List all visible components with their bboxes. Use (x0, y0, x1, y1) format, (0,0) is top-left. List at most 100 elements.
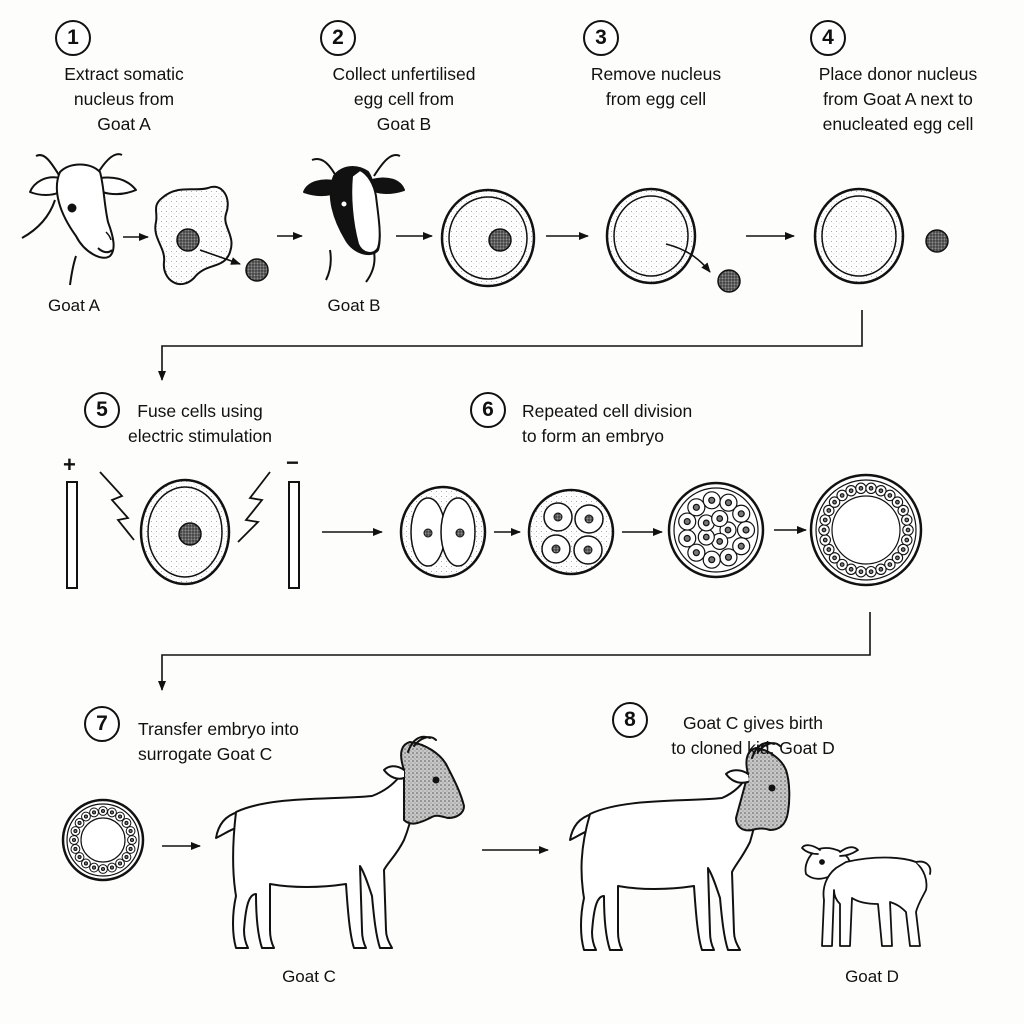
egg-cell-enucleating (605, 187, 697, 285)
four-cell-embryo (527, 488, 615, 576)
step-1-caption: Extract somatic nucleus from Goat A (64, 64, 184, 134)
cell-nucleus (118, 814, 123, 819)
cell-nucleus (895, 499, 900, 505)
enucleated-egg-cell (813, 187, 905, 285)
cell-nucleus (905, 527, 911, 533)
cell-nucleus (100, 808, 106, 814)
goat-c-label: Goat C (282, 967, 336, 986)
cell-nucleus (826, 508, 832, 513)
step-7-number: 7 (84, 706, 120, 742)
cell-nucleus (71, 837, 77, 843)
goat-b-label: Goat B (327, 296, 381, 315)
cell-nucleus (822, 537, 828, 543)
cell-nucleus (868, 485, 874, 491)
blastocyst (809, 473, 923, 587)
step-5-number: 5 (84, 392, 120, 428)
cell-nucleus (742, 526, 750, 534)
cell-nucleus (109, 810, 115, 815)
cell-nucleus (724, 499, 733, 507)
goat-c-mother (569, 741, 791, 951)
cell-nucleus (128, 828, 133, 834)
cell-nucleus (832, 499, 837, 505)
cell-nucleus (683, 517, 691, 526)
cell-nucleus (73, 828, 78, 834)
cell-nucleus (100, 866, 106, 872)
cell-nucleus (868, 569, 874, 575)
cell-nucleus (77, 855, 82, 860)
morula (667, 481, 765, 579)
cell-nucleus (692, 549, 700, 557)
step-4-caption: Place donor nucleus from Goat A next to … (818, 64, 978, 134)
goat-a-head (21, 153, 137, 286)
cell-nucleus (683, 534, 691, 543)
cell-nucleus (858, 569, 864, 575)
cell-nucleus (848, 566, 854, 572)
cell-nucleus (77, 820, 82, 825)
cell-nucleus (692, 503, 700, 511)
donor-nucleus (925, 229, 949, 253)
cell-nucleus (91, 810, 97, 815)
cell-nucleus (822, 517, 828, 523)
cell-nucleus (708, 556, 716, 564)
removed-nucleus (717, 269, 741, 293)
step-5-caption: Fuse cells using electric stimulation (128, 401, 272, 446)
cell-nucleus (724, 526, 732, 534)
step-6-number: 6 (470, 392, 506, 428)
step-3-number: 3 (583, 20, 619, 56)
cell-nucleus (702, 519, 710, 527)
step-6-caption: Repeated cell division to form an embryo (522, 401, 693, 446)
step-7-caption: Transfer embryo into surrogate Goat C (138, 719, 299, 764)
cell-nucleus (887, 493, 893, 498)
goat-b-head (303, 154, 405, 283)
step-8-caption: Goat C gives birth to cloned kid, Goat D (671, 713, 835, 758)
somatic-nucleus (176, 228, 200, 252)
cell-nucleus (848, 488, 854, 494)
cell-nucleus (109, 865, 115, 870)
cell-nucleus (878, 488, 884, 494)
negative-sign: − (286, 450, 299, 475)
goat-d-kid (801, 844, 932, 947)
cell-nucleus (702, 533, 710, 541)
cell-nucleus (878, 566, 884, 572)
cell-nucleus (91, 865, 97, 870)
cell-nucleus (724, 553, 733, 561)
cell-nucleus (128, 846, 133, 852)
positive-sign: + (63, 452, 76, 477)
cell-nucleus (900, 508, 906, 513)
cell-nucleus (895, 555, 900, 561)
cell-nucleus (832, 555, 837, 561)
cell-nucleus (708, 496, 716, 504)
goat-d-label: Goat D (845, 967, 899, 986)
spark-right-icon (237, 471, 271, 543)
cell-nucleus (737, 510, 745, 518)
spark-left-icon (99, 471, 135, 541)
cell-nucleus (737, 542, 745, 550)
cell-nucleus (904, 537, 910, 543)
cell-nucleus (839, 493, 845, 498)
embryo-to-transfer (61, 798, 145, 882)
goat-a-label: Goat A (48, 296, 100, 315)
goat-c (215, 735, 465, 949)
cell-nucleus (129, 837, 135, 843)
cell-nucleus (83, 861, 88, 866)
cell-nucleus (821, 527, 827, 533)
cell-nucleus (839, 562, 845, 567)
connector-1 (158, 310, 863, 381)
cell-nucleus (716, 538, 724, 545)
cell-nucleus (887, 562, 893, 567)
connector-2 (158, 612, 871, 691)
two-cell-embryo (399, 485, 487, 579)
fused-nucleus (178, 522, 202, 546)
cell-nucleus (858, 485, 864, 491)
cell-nucleus (716, 515, 724, 522)
egg-nucleus (488, 228, 512, 252)
egg-cell (440, 188, 536, 288)
step-2-caption: Collect unfertilised egg cell from Goat … (332, 64, 476, 134)
step-2-number: 2 (320, 20, 356, 56)
step-3-caption: Remove nucleus from egg cell (590, 64, 722, 109)
positive-electrode (66, 481, 78, 589)
cell-nucleus (124, 820, 129, 825)
cell-nucleus (118, 861, 123, 866)
